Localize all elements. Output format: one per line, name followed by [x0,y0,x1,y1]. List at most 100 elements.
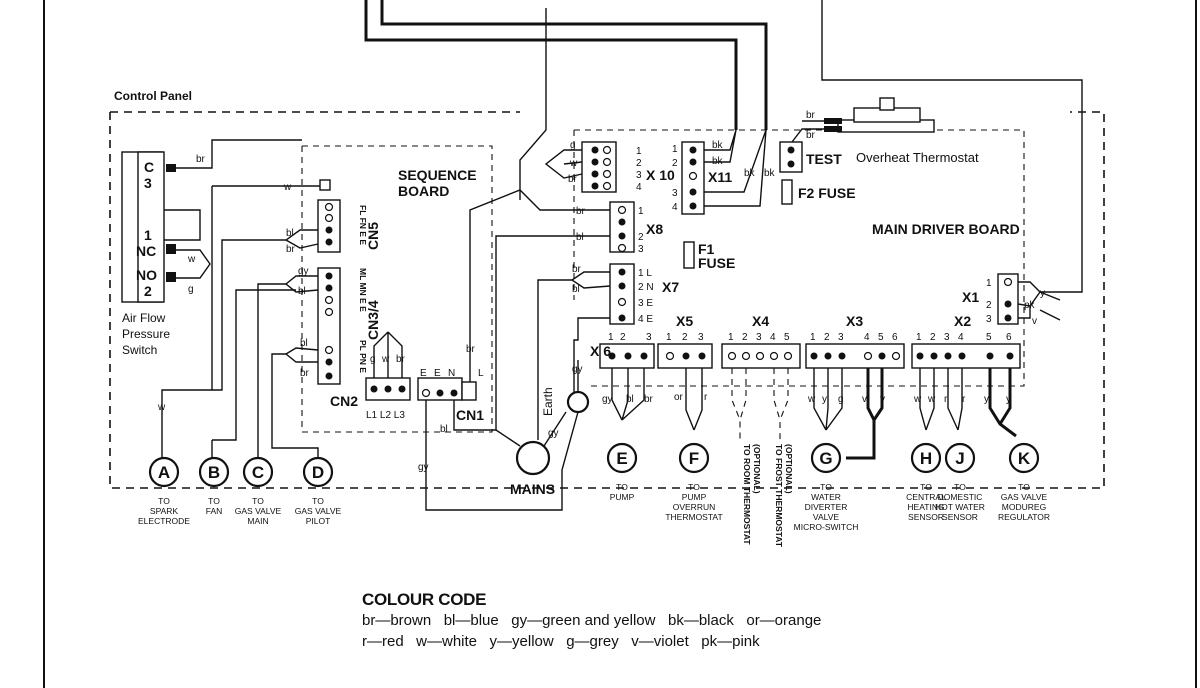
terminal-dest-h-3: SENSOR [908,512,944,522]
terminal-dest-g-0: TO [820,482,832,492]
terminal-letter-f: F [689,449,699,468]
control-panel-outline [109,111,1105,489]
x2-connector: X2 1 2 3 4 5 6 w w r r y y [911,313,1021,438]
x8-connector: 1 2 3 X8 br bl [576,201,663,255]
afs-pin-c: C [144,159,154,175]
x11-wire-bk4: bk [764,168,776,179]
x3-pin-4: 4 [864,332,870,343]
top-wire-c [519,8,547,200]
afs-label-1: Air Flow [122,311,166,325]
sequence-board-label-2: BOARD [398,183,449,199]
x7-pin-2: 2 N [638,282,654,293]
terminal-circle-d [302,456,334,488]
afs-pin-nc: NC [136,243,156,259]
frost-thermostat-note-2: (OPTIONAL) [784,444,794,494]
terminal-dest-k-0: TO [1018,482,1030,492]
terminal-dest-g-3: VALVE [813,512,839,522]
air-flow-switch: C 3 1 NC NO 2 br w g Air Flow Pressure S… [121,139,302,357]
cn2-wire-g: g [370,354,376,365]
x10-wire-br: br [568,174,578,185]
x5-pin-2: 2 [682,332,688,343]
terminal-dest-c-1: GAS VALVE [235,506,282,516]
terminal-circle-h [910,442,942,474]
top-wire-d [821,0,1083,293]
sequence-board-label-1: SEQUENCE [398,167,477,183]
terminal-letter-e: E [616,449,627,468]
cn34-label: CN3/4 [365,300,381,340]
cn1-pin-e1: E [420,368,427,379]
cn1-label: CN1 [456,407,484,423]
cn5-pins: FL FN E E [358,205,368,245]
cn1-wire-bl: bl [440,424,448,435]
x4-label: X4 [752,313,769,329]
terminal-circle-a [148,456,180,488]
x4-pin-1: 1 [728,332,734,343]
x7-connector: 1 L 2 N 3 E 4 E X7 br bl [537,263,679,440]
terminal-dest-f-1: PUMP [682,492,707,502]
room-thermostat-note-1: TO ROOM THERMOSTAT [742,444,752,545]
x10-pin-3: 3 [636,170,642,181]
terminal-circle-c [242,456,274,488]
x7-wire-bl: bl [572,284,580,295]
terminal-dest-a-1: SPARK [150,506,179,516]
x11-pin-4: 4 [672,202,678,213]
afs-wire-br: br [196,154,206,165]
cn34b-pins: PL PN E [358,340,368,373]
terminal-circle-j [944,442,976,474]
terminal-dest-d-0: TO [312,496,324,506]
x10-connector: 1 2 3 4 X 10 g w br [544,140,675,193]
x7-pin-1: 1 L [638,268,652,279]
x11-label: X11 [708,169,732,185]
x4-connector: X4 1 2 3 4 5 TO ROOM THERMOSTAT (OPTIONA… [721,313,801,548]
x8-wire-br: br [576,206,586,217]
terminal-dest-j-1: DOMESTIC [938,492,983,502]
terminal-letter-j: J [955,449,964,468]
ot-wire-br1: br [806,110,816,121]
x1-wire-y: y [1040,288,1045,299]
x8-pin-2: 2 [638,232,644,243]
x1-wire-pk: pk [1024,300,1036,311]
f1-fuse: F1 FUSE [683,241,735,271]
x11-wire-bk2: bk [712,156,724,167]
terminal-circle-f [678,442,710,474]
earth-label: Earth [541,387,555,416]
afs-wire-w: w [187,254,196,265]
x11-pin-2: 2 [672,158,678,169]
terminal-dest-j-2: HOT WATER [935,502,985,512]
terminal-letter-k: K [1018,449,1031,468]
cn34-wire-gy: gy [298,266,309,277]
x3-connector: X3 1 2 3 4 5 6 w y g v v [805,313,905,460]
x4-pin-5: 5 [784,332,790,343]
terminal-dest-j-0: TO [954,482,966,492]
x2-wire-r1: r [944,394,948,405]
x2-pin-1: 1 [916,332,922,343]
terminal-letter-c: C [252,463,264,482]
terminal-dest-d-2: PILOT [306,516,331,526]
cn2-wire-br: br [396,354,406,365]
cn1-wire-br: br [466,344,476,355]
cn1-pin-l: L [478,368,484,379]
main-driver-board-label: MAIN DRIVER BOARD [872,221,1020,237]
x2-pin-5: 5 [986,332,992,343]
x3-wire-v1: v [862,394,867,405]
x2-wire-y1: y [984,394,989,405]
cn2-label: CN2 [330,393,358,409]
x1-wire-v: v [1032,316,1037,327]
x8-wire-bl: bl [576,232,584,243]
x11-connector: 1 2 3 4 X11 bk bk bk bk [672,129,776,215]
x6-wire-bl: bl [626,394,634,405]
control-panel-label: Control Panel [114,89,192,103]
seq-wire-w: w [283,182,292,193]
x2-wire-w1: w [913,394,922,405]
x1-connector: 1 2 3 X1 y pk v [962,273,1061,327]
terminal-circle-b [198,456,230,488]
terminal-dest-g-4: MICRO-SWITCH [794,522,859,532]
terminal-letter-a: A [158,463,170,482]
x5-pin-1: 1 [666,332,672,343]
terminal-dest-k-3: REGULATOR [998,512,1050,522]
afs-label-3: Switch [122,343,157,357]
x10-label: X 10 [646,167,675,183]
x2-pin-6: 6 [1006,332,1012,343]
x3-wire-v2: v [880,394,885,405]
